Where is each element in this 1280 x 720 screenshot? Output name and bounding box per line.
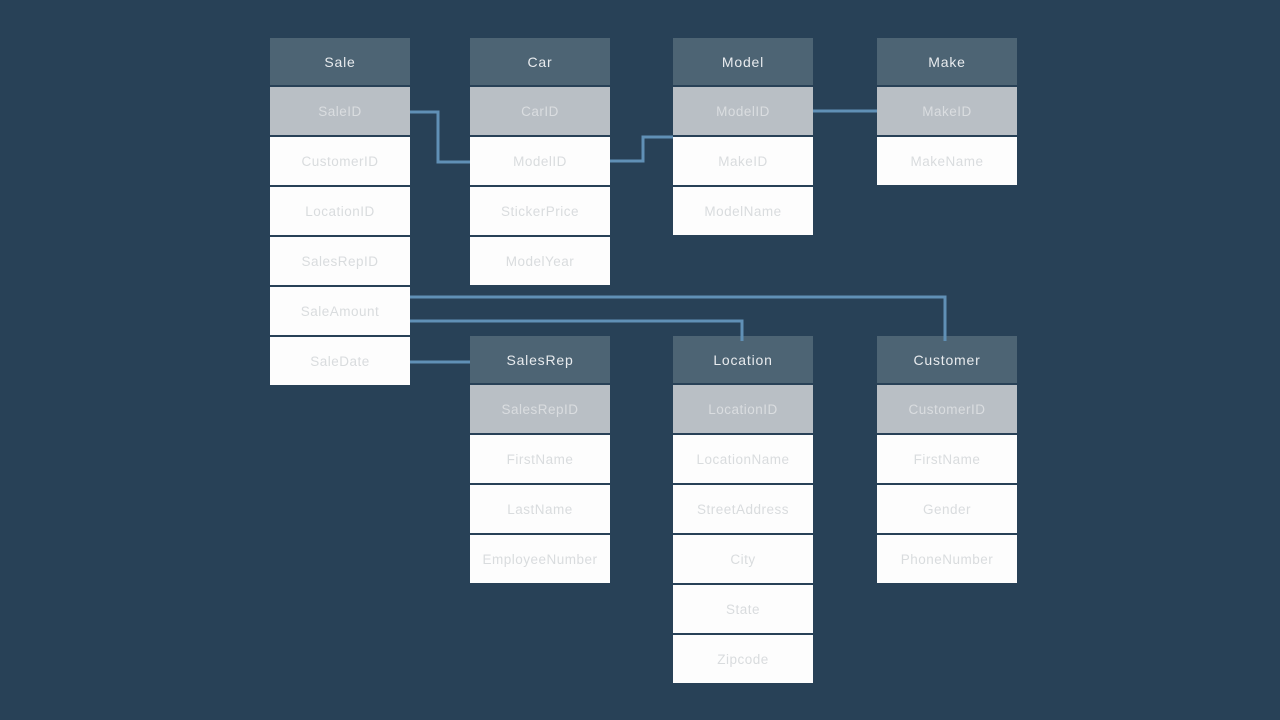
field-row-makename: MakeName [877, 137, 1017, 185]
table-model-header: Model [673, 38, 813, 85]
table-customer[interactable]: Customer CustomerID FirstName Gender Pho… [877, 336, 1017, 583]
field-row-employeenumber: EmployeeNumber [470, 535, 610, 583]
field-row-customer-firstname: FirstName [877, 435, 1017, 483]
table-location[interactable]: Location LocationID LocationName StreetA… [673, 336, 813, 683]
connection-sale-car [410, 110, 470, 164]
field-row-phonenumber: PhoneNumber [877, 535, 1017, 583]
connection-car-model [610, 135, 673, 163]
field-row-saleamount: SaleAmount [270, 287, 410, 335]
table-sale[interactable]: Sale SaleID CustomerID LocationID SalesR… [270, 38, 410, 385]
field-row-saleid: SaleID [270, 87, 410, 135]
field-row-customerid-pk: CustomerID [877, 385, 1017, 433]
field-row-modelyear: ModelYear [470, 237, 610, 285]
table-model[interactable]: Model ModelID MakeID ModelName [673, 38, 813, 235]
field-row-city: City [673, 535, 813, 583]
table-sale-header: Sale [270, 38, 410, 85]
field-row-customerid: CustomerID [270, 137, 410, 185]
table-customer-header: Customer [877, 336, 1017, 383]
field-row-state: State [673, 585, 813, 633]
field-row-saledate: SaleDate [270, 337, 410, 385]
table-location-header: Location [673, 336, 813, 383]
field-row-makeid-pk: MakeID [877, 87, 1017, 135]
field-row-makeid: MakeID [673, 137, 813, 185]
field-row-locationname: LocationName [673, 435, 813, 483]
connection-sale-customer [410, 295, 947, 341]
field-row-modelid: ModelID [470, 137, 610, 185]
table-make[interactable]: Make MakeID MakeName [877, 38, 1017, 185]
field-row-carid: CarID [470, 87, 610, 135]
field-row-locationid-pk: LocationID [673, 385, 813, 433]
field-row-streetaddress: StreetAddress [673, 485, 813, 533]
field-row-modelname: ModelName [673, 187, 813, 235]
field-row-salesrepid: SalesRepID [270, 237, 410, 285]
field-row-stickerprice: StickerPrice [470, 187, 610, 235]
field-row-gender: Gender [877, 485, 1017, 533]
table-car[interactable]: Car CarID ModelID StickerPrice ModelYear [470, 38, 610, 285]
table-salesrep-header: SalesRep [470, 336, 610, 383]
field-row-salesrepid-pk: SalesRepID [470, 385, 610, 433]
field-row-locationid: LocationID [270, 187, 410, 235]
table-car-header: Car [470, 38, 610, 85]
field-row-lastname: LastName [470, 485, 610, 533]
field-row-modelid-pk: ModelID [673, 87, 813, 135]
field-row-firstname: FirstName [470, 435, 610, 483]
table-salesrep[interactable]: SalesRep SalesRepID FirstName LastName E… [470, 336, 610, 583]
field-row-zipcode: Zipcode [673, 635, 813, 683]
table-make-header: Make [877, 38, 1017, 85]
